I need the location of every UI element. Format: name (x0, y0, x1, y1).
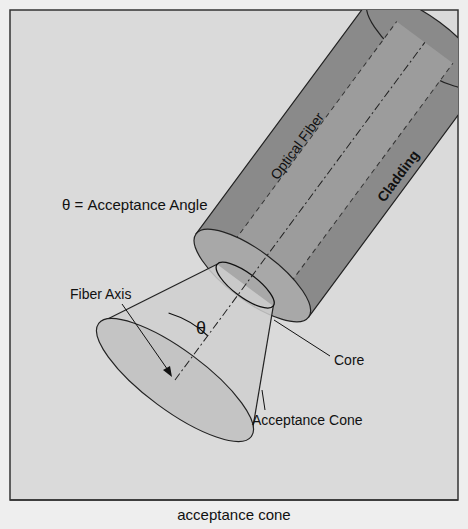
leader-line (274, 320, 330, 356)
angle-label: θ = Acceptance Angle (62, 196, 224, 213)
caption: acceptance cone (0, 506, 468, 523)
leader-line (262, 390, 265, 410)
fiber-axis (175, 42, 425, 380)
angle-arc (169, 308, 209, 339)
core-edge (224, 22, 396, 255)
arrowhead (163, 366, 172, 377)
leader-line (122, 304, 170, 373)
panel-border (10, 499, 458, 501)
core-edge (280, 63, 452, 296)
axis-label: Fiber Axis (70, 286, 131, 302)
cone-label: Acceptance Cone (252, 412, 363, 428)
core-label: Core (334, 352, 364, 368)
panel (10, 10, 458, 500)
angle-symbol: θ (196, 318, 206, 339)
